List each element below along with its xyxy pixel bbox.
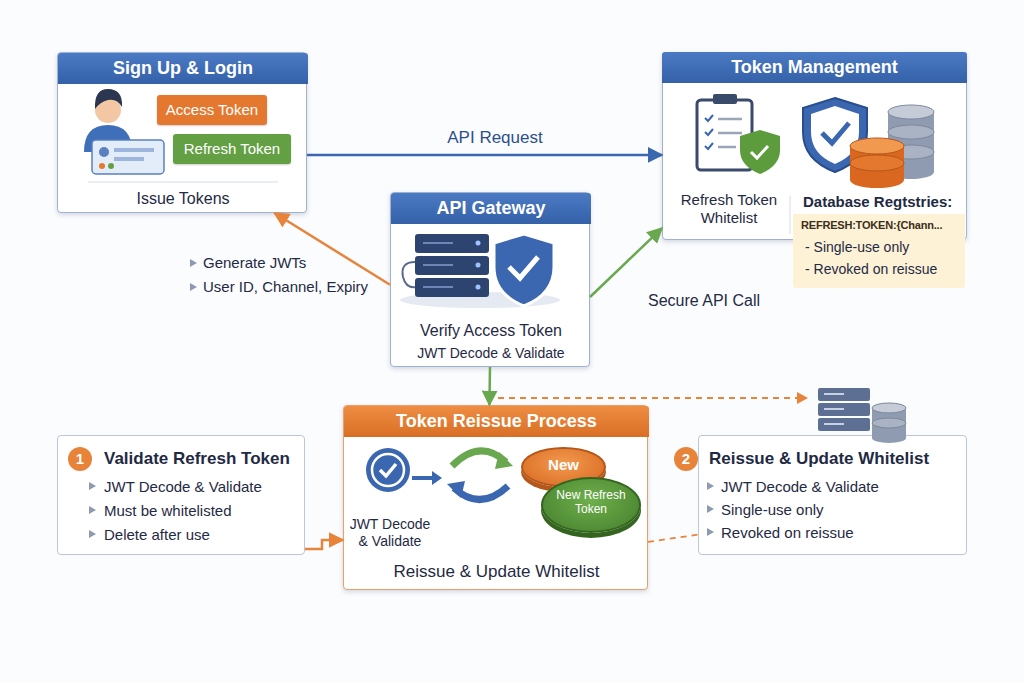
box-header: API Gateway	[391, 193, 591, 224]
dashed-leader	[498, 397, 798, 399]
bullet-item: Delete after use	[104, 526, 302, 544]
callout-number: 1	[68, 447, 92, 471]
bullet-note: User ID, Channel, Expiry	[203, 278, 388, 296]
token-pill: Refresh Token	[173, 134, 291, 164]
box-header: Token Management	[662, 52, 967, 83]
edge-label: API Request	[420, 128, 570, 148]
icon-caption: JWT Decode & Validate	[344, 516, 436, 550]
process-box: Token Reissue ProcessJWT Decode & Valida…	[343, 405, 648, 590]
key-pattern: REFRESH:TOKEN:{Chann...	[801, 219, 963, 232]
token-coin: New Refresh Token	[541, 477, 641, 533]
box-caption: Reissue & Update Whitelist	[344, 562, 649, 582]
box-caption: Refresh Token Whitelist	[674, 191, 784, 227]
box-subcaption: JWT Decode & Validate	[391, 345, 591, 362]
box-caption: Issue Tokens	[58, 189, 308, 208]
step-heading: Validate Refresh Token	[104, 449, 302, 469]
coin-label: New Refresh Token	[543, 479, 639, 531]
connector-arrow	[590, 228, 662, 297]
note-heading: Database Regtstries:	[803, 193, 963, 211]
bullet-item: Single-use only	[721, 501, 961, 519]
bullet-item: JWT Decode & Validate	[104, 478, 302, 496]
connector-arrow	[648, 535, 698, 542]
bullet-note: Generate JWTs	[203, 254, 378, 272]
process-box: Token ManagementRefresh Token WhitelistD…	[662, 52, 967, 288]
connector-arrow	[488, 367, 491, 405]
edge-label: Secure API Call	[648, 291, 788, 310]
bullet-item: Must be whitelisted	[104, 502, 302, 520]
box-header: Sign Up & Login	[58, 53, 308, 84]
callout-number: 2	[674, 447, 698, 471]
connector-arrow	[275, 213, 391, 285]
connector-arrow	[305, 540, 343, 549]
step-box: Validate Refresh TokenJWT Decode & Valid…	[57, 435, 305, 555]
token-label: Refresh Token	[173, 134, 291, 164]
connector-arrow	[307, 154, 662, 157]
token-label: Access Token	[157, 95, 267, 125]
step-heading: Reissue & Update Whitelist	[709, 449, 964, 469]
token-pill: Access Token	[157, 95, 267, 125]
gateway-box: API GatewayVerify Access TokenJWT Decode…	[390, 192, 590, 367]
note-item: - Single-use only	[805, 239, 960, 256]
step-box: Reissue & Update WhitelistJWT Decode & V…	[698, 435, 967, 555]
note-item: - Revoked on reissue	[805, 261, 960, 278]
bullet-item: Revoked on reissue	[721, 524, 961, 542]
arrow-head	[797, 392, 808, 404]
box-header: Token Reissue Process	[344, 406, 649, 437]
process-box: Sign Up & LoginIssue Tokens Access TokenR…	[57, 52, 307, 213]
bullet-item: JWT Decode & Validate	[721, 478, 961, 496]
box-caption: Verify Access Token	[391, 321, 591, 340]
note-box: Database Regtstries: REFRESH:TOKEN:{Chann…	[793, 190, 965, 288]
